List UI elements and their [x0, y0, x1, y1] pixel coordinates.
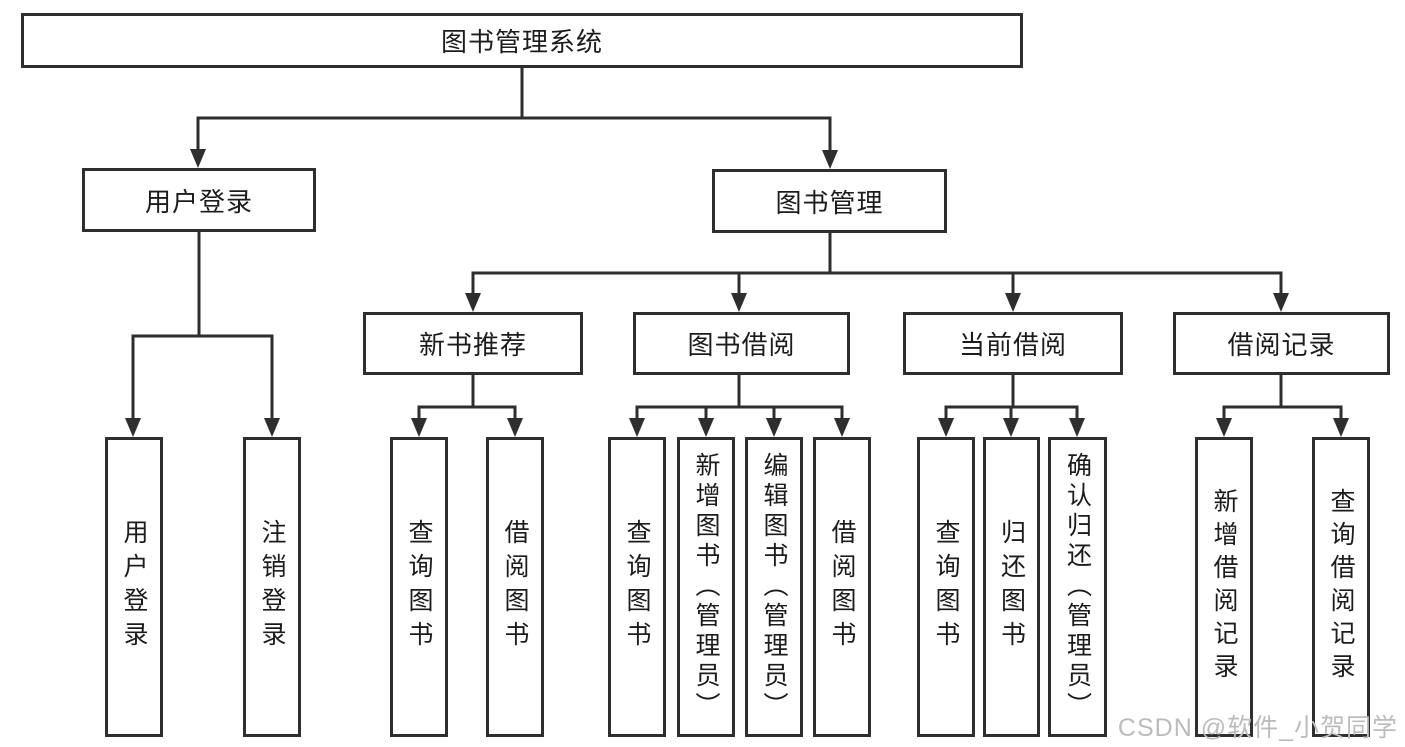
leaf-query-books: 查询图书: [917, 437, 975, 737]
leaf-label: 新增借阅记录: [1210, 488, 1238, 686]
node-book-management: 图书管理: [712, 169, 947, 233]
leaf-label: 查询图书: [623, 519, 651, 655]
node-borrow-records: 借阅记录: [1173, 312, 1390, 375]
leaf-query-books: 查询图书: [608, 437, 666, 737]
node-book-borrow: 图书借阅: [633, 312, 850, 375]
node-current-borrow: 当前借阅: [903, 312, 1123, 375]
leaf-user-login: 用户登录: [105, 437, 163, 737]
leaf-add-borrow-record: 新增借阅记录: [1195, 437, 1253, 737]
leaf-add-books-admin: 新增图书（管理员）: [677, 437, 735, 737]
leaf-query-borrow-record: 查询借阅记录: [1312, 437, 1370, 737]
leaf-label: 用户登录: [120, 519, 148, 655]
leaf-label: 借阅图书: [828, 519, 856, 655]
leaf-return-books: 归还图书: [983, 437, 1040, 737]
leaf-edit-books-admin: 编辑图书（管理员）: [745, 437, 803, 737]
node-new-book-recommend: 新书推荐: [363, 312, 583, 375]
leaf-label: 编辑图书（管理员）: [760, 452, 788, 722]
leaf-confirm-return-admin: 确认归还（管理员）: [1048, 437, 1107, 737]
leaf-query-books: 查询图书: [390, 437, 448, 737]
leaf-borrow-books: 借阅图书: [813, 437, 871, 737]
leaf-label: 查询借阅记录: [1327, 488, 1355, 686]
leaf-borrow-books: 借阅图书: [486, 437, 544, 737]
leaf-label: 借阅图书: [501, 519, 529, 655]
node-user-login: 用户登录: [82, 168, 316, 232]
leaf-label: 查询图书: [405, 519, 433, 655]
leaf-label: 归还图书: [997, 519, 1026, 655]
csdn-watermark: CSDN @软件_小贺同学: [1117, 714, 1398, 742]
leaf-label: 确认归还（管理员）: [1063, 452, 1092, 722]
leaf-label: 查询图书: [932, 519, 960, 655]
leaf-label: 注销登录: [258, 519, 286, 655]
node-root-system: 图书管理系统: [21, 13, 1023, 68]
leaf-label: 新增图书（管理员）: [692, 452, 720, 722]
leaf-logout: 注销登录: [243, 437, 301, 737]
